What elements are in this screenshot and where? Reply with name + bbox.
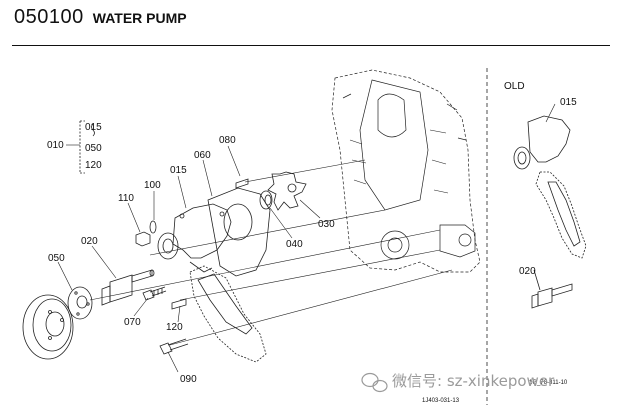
bolt-090 <box>159 338 189 355</box>
housing-060 <box>207 187 271 277</box>
pump-back-plate <box>189 265 267 363</box>
callout-020: 020 <box>81 236 98 247</box>
callout-010: 010 <box>47 140 64 151</box>
section-code: 050100 <box>14 6 84 28</box>
header-rule <box>12 45 610 46</box>
bolt-070 <box>142 286 167 301</box>
stud-120 <box>171 298 187 310</box>
impeller-030 <box>267 171 307 211</box>
figure-code-main: 1J403-031-13 <box>422 398 460 404</box>
pulley-050 <box>22 294 74 360</box>
seal-040 <box>259 190 273 210</box>
callout-030: 030 <box>318 219 335 230</box>
callout-range-015: 015 <box>85 122 102 133</box>
callout-090: 090 <box>180 374 197 385</box>
page-header: 050100 WATER PUMP <box>14 6 187 36</box>
callout-040: 040 <box>286 239 303 250</box>
pump-body-015 <box>157 203 232 273</box>
callout-015: 015 <box>170 165 187 176</box>
wechat-icon <box>361 372 388 393</box>
nut-110 <box>135 231 151 247</box>
old-pump-body <box>513 115 587 259</box>
callout-range-120: 120 <box>85 160 102 171</box>
callout-070: 070 <box>124 317 141 328</box>
callout-100: 100 <box>144 180 161 191</box>
assembly-axis-lines <box>89 159 453 346</box>
callout-old-015: 015 <box>560 97 577 108</box>
figure-code-old: 1G_76-811-10 <box>529 380 568 386</box>
callout-120: 120 <box>166 322 183 333</box>
assembly-range-bracket <box>79 120 95 174</box>
stud-080 <box>235 178 249 189</box>
callout-050: 050 <box>48 253 65 264</box>
old-shaft-bearing <box>531 269 573 309</box>
callout-110: 110 <box>118 193 134 204</box>
old-label: OLD <box>504 81 525 92</box>
callout-leaders <box>57 144 321 373</box>
washer-100 <box>149 220 157 234</box>
watermark-text: 微信号: sz-xinkepower <box>392 372 555 390</box>
shaft-bearing-020 <box>101 269 155 306</box>
callout-old-020: 020 <box>519 266 536 277</box>
hub-flange <box>67 286 93 320</box>
callout-080: 080 <box>219 135 236 146</box>
callout-060: 060 <box>194 150 211 161</box>
section-title: WATER PUMP <box>92 10 187 26</box>
callout-range-050: 050 <box>85 143 102 154</box>
watermark: 微信号: sz-xinkepower <box>361 372 555 393</box>
engine-block-outline <box>331 69 481 273</box>
